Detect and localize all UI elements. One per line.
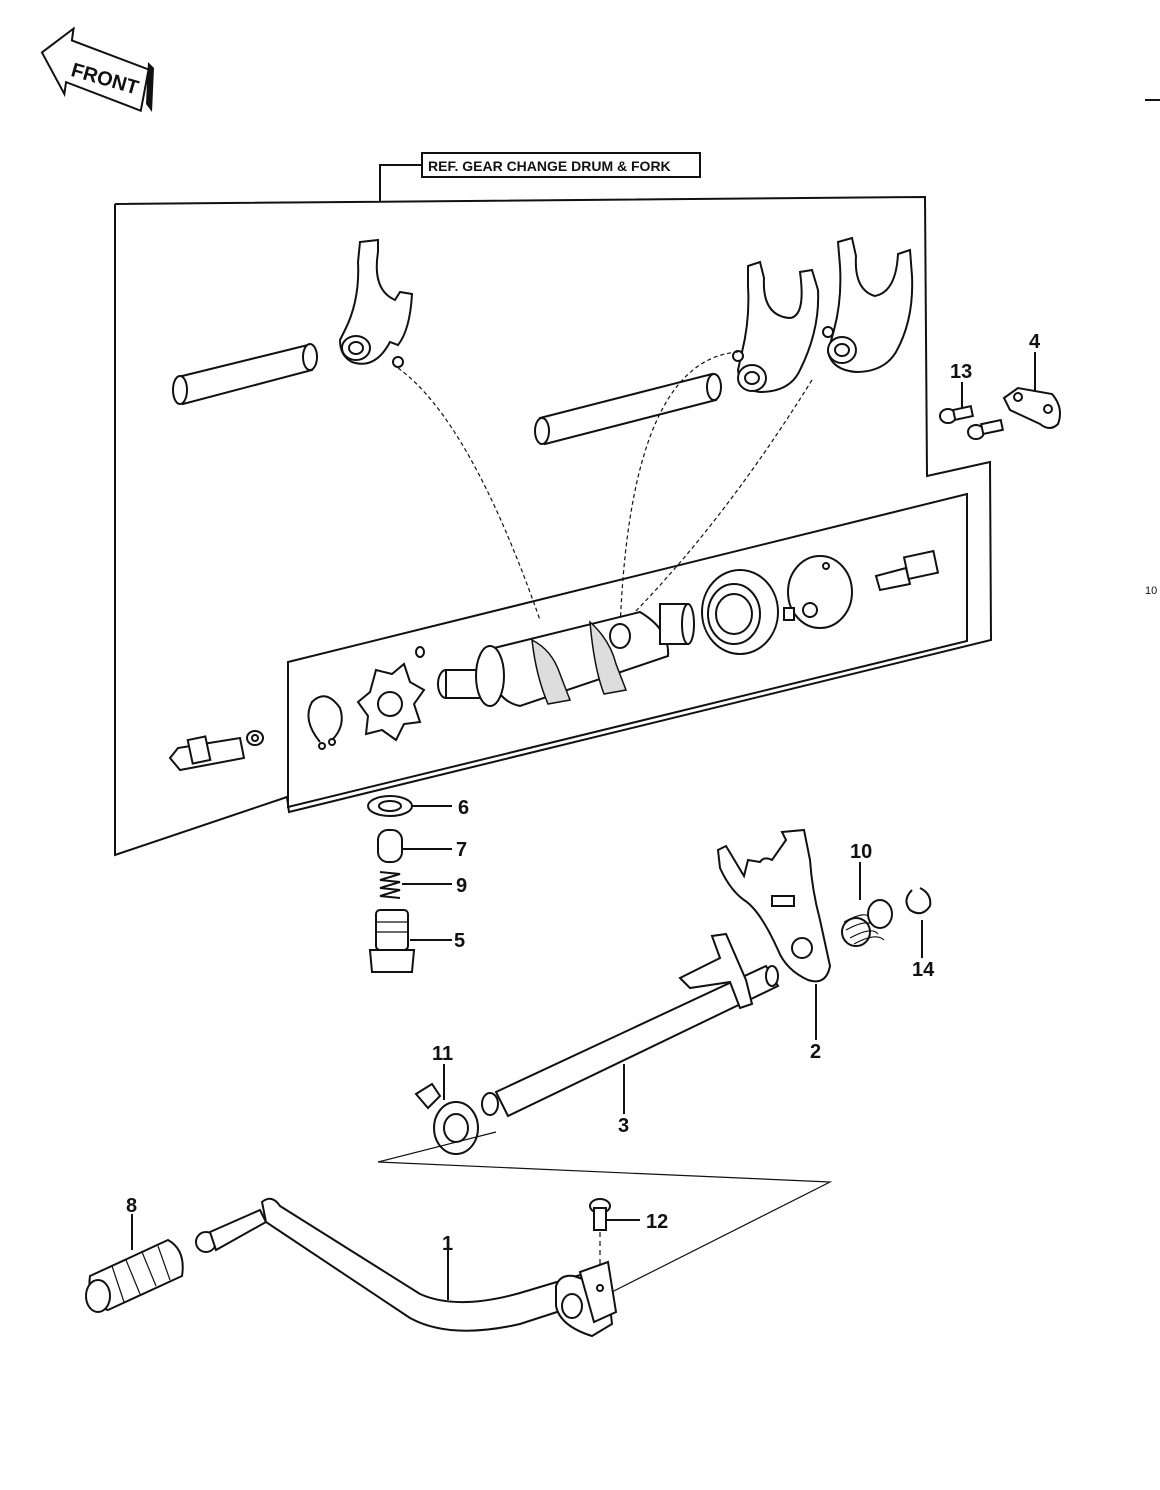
- callout-12: 12: [646, 1211, 668, 1233]
- shift-fork-right: [822, 236, 914, 374]
- part-10-spring: [841, 862, 893, 947]
- part-2-shift-arm: [716, 828, 832, 1040]
- shift-fork-middle: [732, 260, 820, 394]
- fork-shaft-left: [172, 343, 318, 406]
- callout-3: 3: [618, 1115, 629, 1137]
- part-5-plug: [368, 909, 452, 973]
- part-9-spring: [379, 871, 452, 899]
- callout-9: 9: [456, 875, 467, 897]
- callout-6: 6: [458, 797, 469, 819]
- fork-shaft-right: [534, 372, 722, 446]
- callout-14: 14: [912, 959, 935, 981]
- callout-10: 10: [850, 841, 872, 863]
- drum-sub-box: [287, 492, 968, 809]
- ref-gear-change-drum-fork-box: REF. GEAR CHANGE DRUM & FORK: [379, 152, 701, 202]
- circlip-ring: [307, 695, 343, 750]
- callout-4: 4: [1029, 331, 1041, 353]
- fork-left-leader: [397, 367, 541, 621]
- part-6-washer: [367, 795, 452, 817]
- front-arrow-badge: FRONT: [40, 26, 154, 113]
- drum-pin-bolt: [874, 549, 940, 592]
- assembly-outline: [114, 195, 993, 857]
- shaft-guide-line: [377, 1131, 497, 1163]
- part-8-pedal-rubber: [85, 1214, 184, 1313]
- callout-1: 1: [442, 1233, 453, 1255]
- callout-7: 7: [456, 839, 467, 861]
- neutral-switch: [168, 730, 264, 772]
- part-12-bolt: [589, 1198, 640, 1268]
- part-11-return-spring: [414, 1064, 479, 1155]
- part-14-circlip: [905, 887, 932, 958]
- pedal-guide-line: [377, 1161, 833, 1299]
- shift-fork-left: [338, 238, 414, 368]
- page-mark: 10: [1145, 585, 1157, 597]
- part-4-plate: [1002, 352, 1061, 429]
- star-cam-plate: [356, 646, 426, 742]
- part-1-shift-pedal: [195, 1197, 618, 1338]
- part-13-screws: [939, 382, 1005, 440]
- drum-cam: [783, 555, 853, 629]
- callout-5: 5: [454, 930, 465, 952]
- drum-bearing: [701, 569, 779, 655]
- callout-11: 11: [432, 1043, 453, 1065]
- callout-2: 2: [810, 1041, 821, 1063]
- fork-middle-leader: [619, 351, 739, 631]
- part-7-pin: [377, 829, 452, 863]
- gear-change-drum: [437, 603, 695, 708]
- callout-13: 13: [950, 361, 972, 383]
- part-3-shift-shaft: [481, 932, 780, 1118]
- ref-label: REF. GEAR CHANGE DRUM & FORK: [428, 158, 671, 174]
- callout-8: 8: [126, 1195, 137, 1217]
